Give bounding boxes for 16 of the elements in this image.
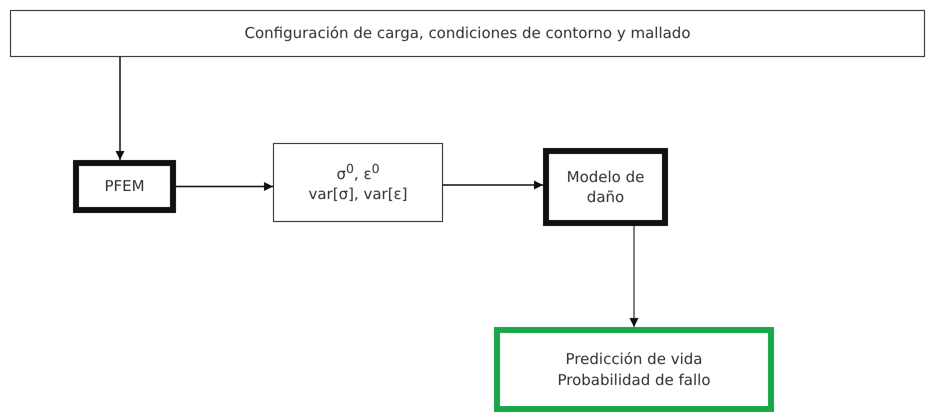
node-label: var[σ], var[ε] (308, 184, 408, 204)
arrow (443, 180, 543, 190)
arrow (630, 226, 638, 327)
node-label: Modelo de daño (566, 166, 646, 208)
process-box (10, 10, 925, 57)
process-box (73, 160, 176, 213)
arrow (176, 182, 273, 191)
process-box (543, 148, 668, 226)
result-box (494, 327, 774, 412)
node-label: PFEM (104, 176, 145, 197)
node-label: Predicción de vida (566, 349, 702, 370)
arrow (116, 57, 124, 160)
data-box (273, 143, 443, 222)
node-label: Probabilidad de fallo (557, 370, 711, 390)
node-label: Configuración de carga, condiciones de contorno y mallado (244, 23, 691, 44)
node-label: σ$^{0}$, ε$^{0}$ (336, 160, 380, 184)
